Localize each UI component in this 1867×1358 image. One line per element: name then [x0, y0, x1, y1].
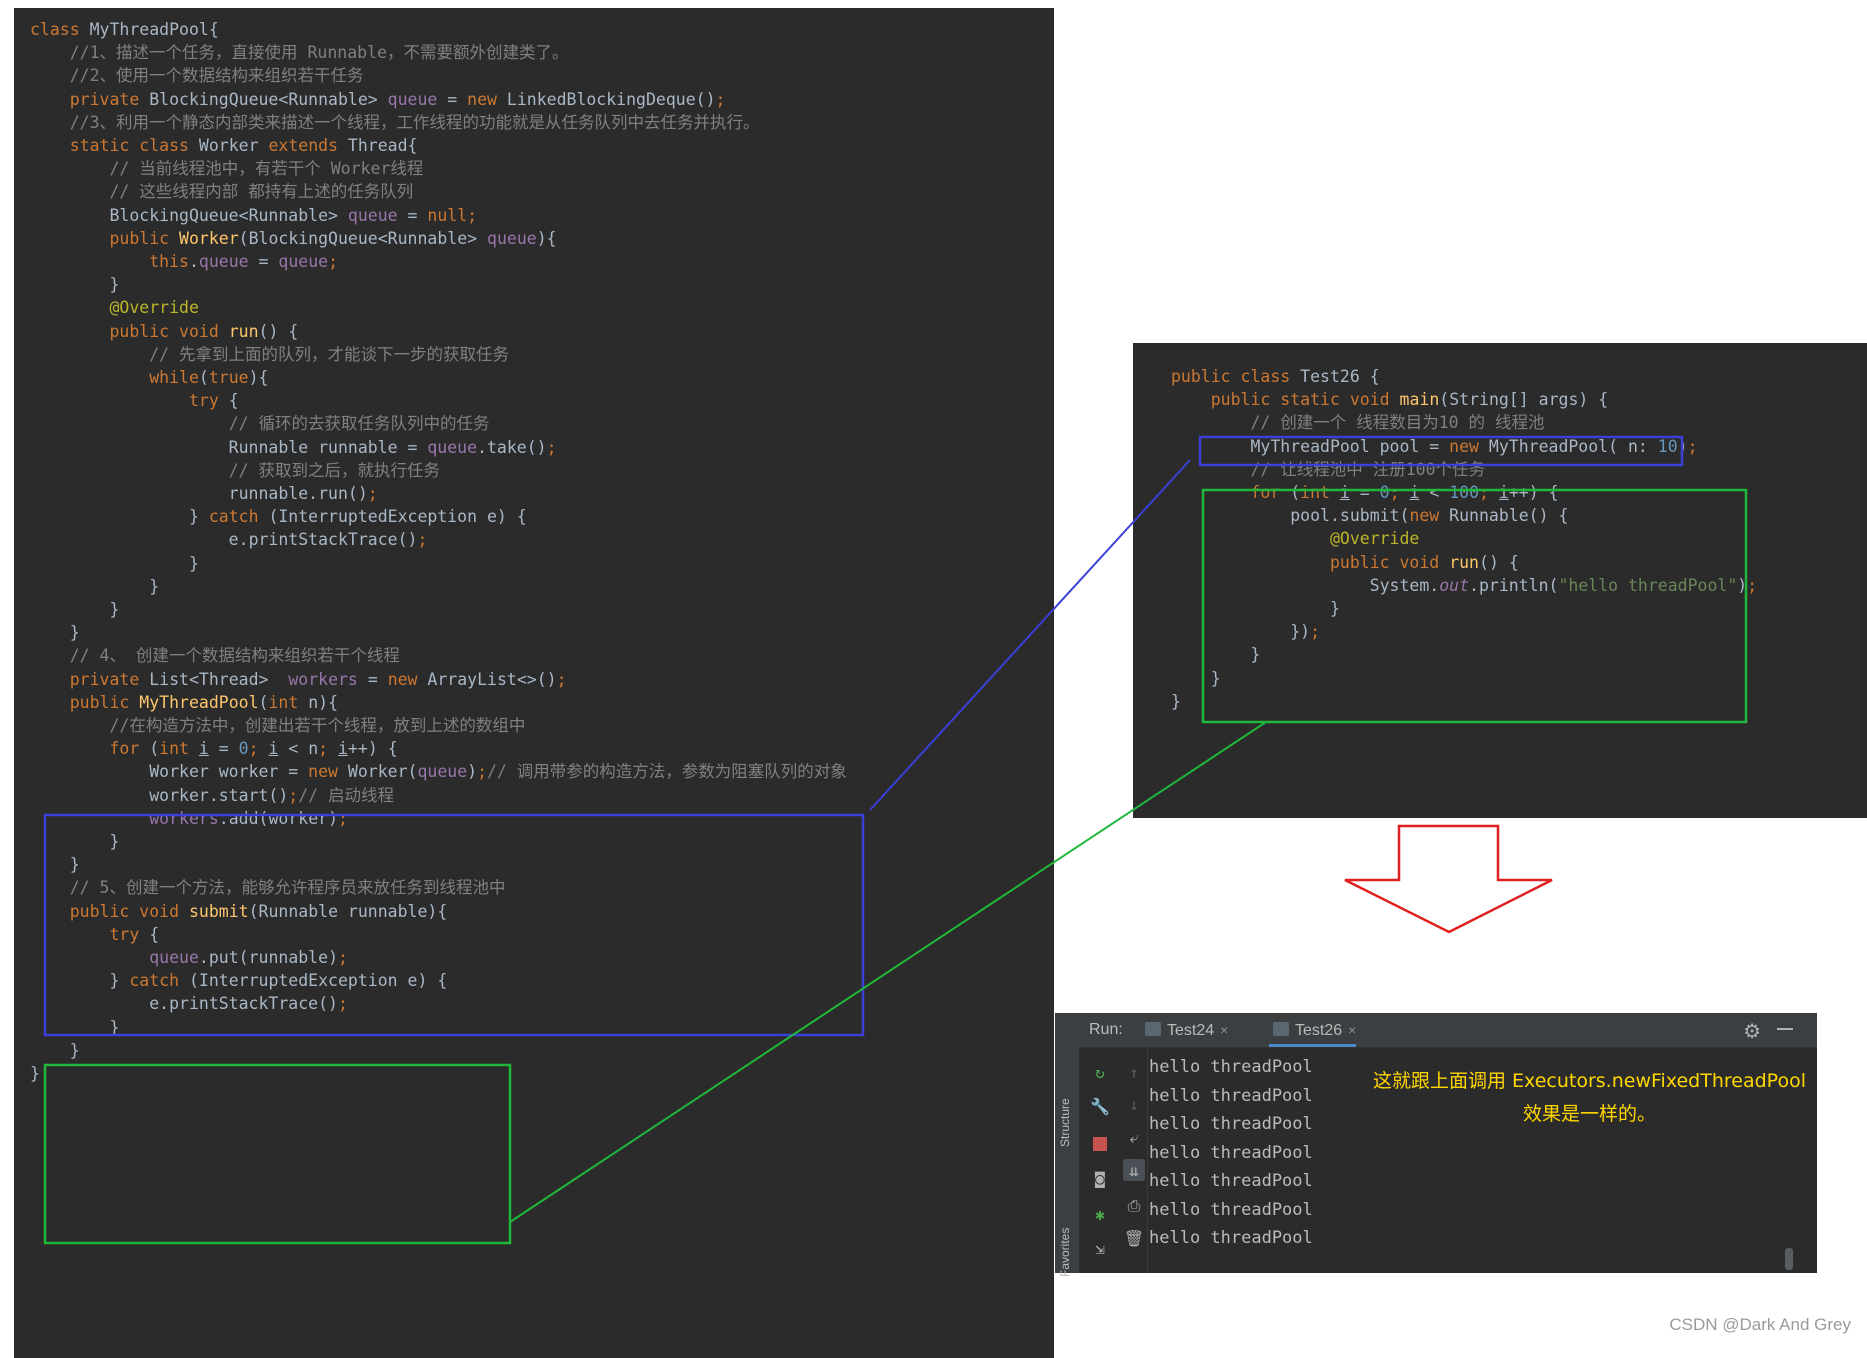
code-line: // 获取到之后，就执行任务	[228, 460, 440, 480]
code-line: }	[188, 553, 199, 573]
code-line: }	[149, 576, 160, 596]
code-line: }	[1250, 645, 1261, 665]
minimize-icon[interactable]	[1777, 1028, 1793, 1030]
code-line: BlockingQueue<Runnable> queue = null;	[30, 205, 478, 225]
tab-test24-label: Test24	[1167, 1022, 1215, 1039]
code-line: // 先拿到上面的队列，才能谈下一步的获取任务	[149, 344, 510, 364]
code-line: //3、利用一个静态内部类来描述一个线程，工作线程的功能就是从任务队列中去任务并…	[69, 112, 760, 132]
code-line: e.printStackTrace();	[30, 530, 428, 550]
code-line: Runnable runnable = queue.take();	[30, 437, 557, 457]
code-line: public class Test26 {	[1171, 367, 1380, 386]
output-line: hello threadPool	[1149, 1228, 1313, 1248]
code-line: });	[1290, 622, 1321, 642]
left-code-editor[interactable]: class MyThreadPool{ //1、描述一个任务，直接使用 Runn…	[14, 8, 1054, 1358]
code-line: public void submit(Runnable runnable){	[69, 901, 448, 921]
code-line: @Override	[109, 298, 199, 318]
code-line: }	[69, 623, 80, 643]
code-line: runnable.run();	[30, 484, 378, 503]
code-line: for (int i = 0; i < 100; i++) {	[1250, 483, 1559, 502]
code-line: public void run() {	[109, 321, 299, 341]
code-line: Worker worker = new Worker(queue);// 调用带…	[30, 762, 847, 782]
code-line: // 4、 创建一个数据结构来组织若干个线程	[69, 646, 400, 666]
code-line: // 让线程池中 注册100个任务	[1250, 459, 1486, 479]
gear-icon[interactable]: ⚙	[1743, 1021, 1761, 1043]
code-line: workers.add(worker);	[149, 808, 348, 828]
code-line: // 当前线程池中，有若干个 Worker线程	[109, 159, 424, 179]
output-line: hello threadPool	[1149, 1171, 1313, 1191]
close-icon[interactable]: ×	[1348, 1022, 1357, 1038]
code-line: }	[1329, 599, 1340, 618]
code-line: //在构造方法中，创建出若干个线程，放到上述的数组中	[109, 716, 526, 735]
note-line-2: 效果是一样的。	[1522, 1103, 1656, 1125]
code-line: for (int i = 0; i < n; i++) {	[109, 739, 398, 759]
code-line: // 创建一个 线程数目为10 的 线程池	[1250, 413, 1545, 433]
tab-test26[interactable]: Test26 ×	[1269, 1013, 1357, 1047]
code-line: this.queue = queue;	[149, 252, 338, 271]
code-line: worker.start();// 启动线程	[30, 785, 395, 805]
output-line: hello threadPool	[1149, 1142, 1313, 1163]
code-line: private BlockingQueue<Runnable> queue = …	[69, 89, 726, 109]
code-line: @Override	[1329, 529, 1420, 549]
output-line: hello threadPool	[1149, 1085, 1313, 1106]
code-line: //2、使用一个数据结构来组织若干任务	[69, 66, 364, 86]
code-line: pool.submit(new Runnable() {	[1171, 506, 1569, 526]
run-panel: Run: Test24× Test26× ⚙ Structure Favorit…	[1055, 1013, 1817, 1277]
code-line: // 循环的去获取任务队列中的任务	[228, 414, 490, 434]
code-line: System.out.println("hello threadPool");	[1171, 575, 1758, 595]
code-line: queue.put(runnable);	[149, 948, 348, 967]
code-line: try {	[109, 924, 160, 944]
code-line: public Worker(BlockingQueue<Runnable> qu…	[109, 228, 557, 248]
code-line: class MyThreadPool{	[30, 20, 219, 39]
code-line: MyThreadPool pool = new MyThreadPool( n:…	[1171, 436, 1698, 456]
java-file-icon	[1145, 1022, 1161, 1036]
exit-icon[interactable]: ⇲	[1095, 1238, 1105, 1258]
code-line: try {	[188, 391, 239, 411]
code-line: public static void main(String[] args) {	[1210, 390, 1609, 410]
output-line: hello threadPool	[1149, 1057, 1313, 1077]
down-arrow-icon	[1344, 824, 1553, 934]
note-line-1: 这就跟上面调用 Executors.newFixedThreadPool	[1373, 1070, 1806, 1092]
watermark: CSDN @Dark And Grey	[1669, 1315, 1851, 1334]
code-line: static class Worker extends Thread{	[69, 136, 418, 155]
code-line: }	[69, 1040, 80, 1060]
code-line: while(true){	[149, 368, 269, 387]
code-line: }	[109, 1017, 120, 1037]
code-line: //1、描述一个任务，直接使用 Runnable，不需要额外创建类了。	[69, 43, 569, 63]
output-line: hello threadPool	[1149, 1114, 1313, 1134]
scrollbar[interactable]	[1785, 1248, 1793, 1270]
code-line: // 这些线程内部 都持有上述的任务队列	[109, 182, 414, 202]
code-line: } catch (InterruptedException e) {	[188, 507, 527, 527]
code-line: }	[109, 832, 120, 851]
code-line: }	[109, 600, 120, 619]
code-line: } catch (InterruptedException e) {	[109, 971, 448, 991]
code-line: }	[69, 855, 80, 875]
output-line: hello threadPool	[1149, 1199, 1313, 1220]
code-line: e.printStackTrace();	[30, 994, 348, 1014]
trash-icon[interactable]: 🗑	[1123, 1228, 1145, 1248]
code-line: }	[109, 275, 120, 295]
code-line: // 5、创建一个方法，能够允许程序员来放任务到线程池中	[69, 878, 506, 898]
tab-test26-label: Test26	[1295, 1022, 1343, 1039]
code-line: public void run() {	[1329, 552, 1519, 572]
code-line: private List<Thread> workers = new Array…	[69, 669, 567, 689]
code-line: }	[1171, 691, 1181, 711]
code-line: }	[1210, 668, 1221, 688]
right-code-editor[interactable]: public class Test26 { public static void…	[1133, 343, 1867, 818]
close-icon[interactable]: ×	[1220, 1022, 1229, 1038]
tab-test24[interactable]: Test24 ×	[1141, 1013, 1228, 1047]
code-line: }	[30, 1064, 40, 1083]
java-file-icon	[1273, 1022, 1289, 1036]
run-toolbar: Run: Test24 × Test26 × ⚙	[1055, 1013, 1817, 1048]
run-label: Run:	[1089, 1021, 1123, 1038]
explanation-note: 这就跟上面调用 Executors.newFixedThreadPool 效果是…	[1362, 1066, 1817, 1126]
code-line: public MyThreadPool(int n){	[69, 692, 339, 712]
